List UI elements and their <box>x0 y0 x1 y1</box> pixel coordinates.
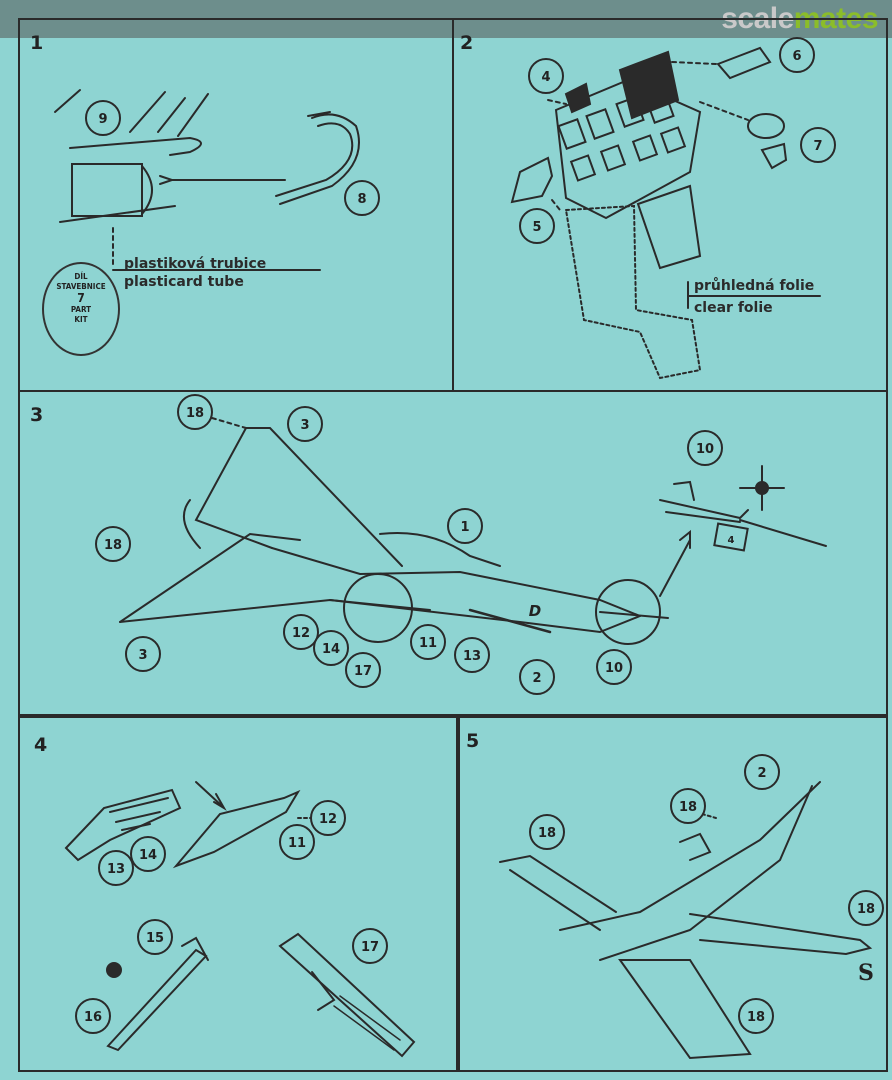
signature-mark: S <box>858 960 874 986</box>
panel3-aircraft-drawing <box>119 417 827 645</box>
callout-18: 18 <box>857 902 875 917</box>
callout-3: 3 <box>138 648 147 663</box>
callout-14: 14 <box>322 642 340 657</box>
callout-11: 11 <box>288 836 306 851</box>
callout-12: 12 <box>292 626 310 641</box>
panel-1-number: 1 <box>30 32 44 54</box>
kit-badge-line2: STAVEBNICE <box>56 282 106 291</box>
callout-7: 7 <box>813 139 822 154</box>
callout-10: 10 <box>696 442 714 457</box>
kit-badge-line1: DÍL <box>74 272 88 281</box>
panel4-parts-drawing <box>64 781 416 1058</box>
callout-6: 6 <box>792 49 801 64</box>
callout-15: 15 <box>146 931 164 946</box>
callout-18: 18 <box>104 538 122 553</box>
callout-13: 13 <box>107 862 125 877</box>
pod-number: 4 <box>728 535 735 546</box>
clear-folie-label-cz: průhledná folie <box>694 278 815 294</box>
callout-16: 16 <box>84 1010 102 1025</box>
callout-4: 4 <box>541 70 550 85</box>
panel-5-frame <box>458 716 888 1072</box>
callout-17: 17 <box>354 664 372 679</box>
plasticard-tube-label-cz: plastiková trubice <box>124 256 267 272</box>
callout-9: 9 <box>98 112 107 127</box>
panel-3-frame <box>18 390 888 716</box>
kit-part-badge: DÍL STAVEBNICE 7 PART KIT <box>42 262 120 356</box>
clear-folie-label-en: clear folie <box>694 300 773 316</box>
plasticard-tube-label-en: plasticard tube <box>124 274 244 290</box>
panel-4-number: 4 <box>34 734 48 756</box>
callout-13: 13 <box>463 649 481 664</box>
callout-17: 17 <box>361 940 379 955</box>
kit-badge-line5: KIT <box>74 315 88 324</box>
panel5-aircraft-drawing <box>499 781 873 1060</box>
callout-2: 2 <box>757 766 766 781</box>
callout-18: 18 <box>679 800 697 815</box>
panel1-exhaust-drawing <box>54 89 360 271</box>
panel-3-number: 3 <box>30 404 44 426</box>
kit-badge-line3: 7 <box>77 291 85 305</box>
callout-14: 14 <box>139 848 157 863</box>
callout-3: 3 <box>300 418 309 433</box>
panel-2-number: 2 <box>460 32 474 54</box>
callout-18: 18 <box>538 826 556 841</box>
callout-5: 5 <box>532 220 541 235</box>
callout-1: 1 <box>460 520 469 535</box>
callout-8: 8 <box>357 192 366 207</box>
callout-10: 10 <box>605 661 623 676</box>
callout-2: 2 <box>532 671 541 686</box>
panel-5-number: 5 <box>466 730 480 752</box>
callout-12: 12 <box>319 812 337 827</box>
fuselage-letter: D <box>529 602 541 620</box>
callout-11: 11 <box>419 636 437 651</box>
kit-badge-line4: PART <box>70 305 92 314</box>
callout-18: 18 <box>186 406 204 421</box>
panel-4-frame <box>18 716 458 1072</box>
callout-18: 18 <box>747 1010 765 1025</box>
panel2-cockpit-drawing <box>510 46 821 380</box>
